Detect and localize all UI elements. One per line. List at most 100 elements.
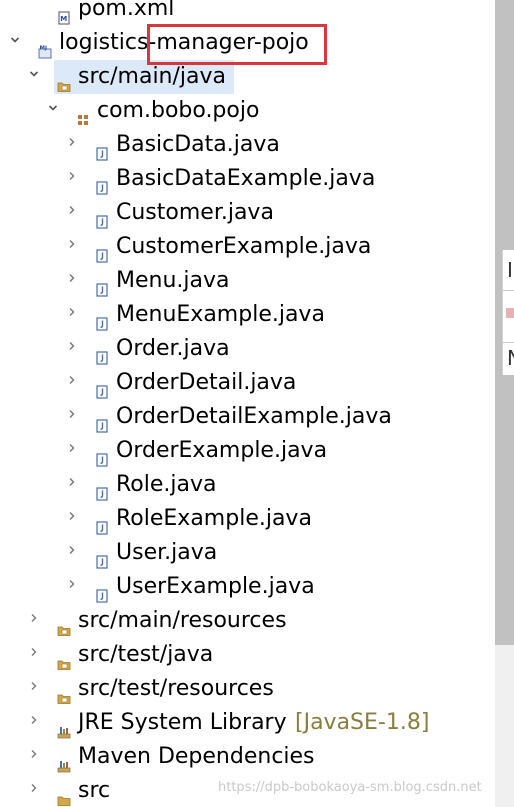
tree-item-label: MenuExample.java bbox=[116, 302, 325, 327]
chevron-right-icon[interactable] bbox=[27, 706, 41, 740]
tree-item-label: JRE System Library bbox=[78, 710, 287, 735]
tree-item-content[interactable]: User.java bbox=[92, 536, 225, 570]
tree-item[interactable]: OrderDetail.java bbox=[0, 366, 495, 400]
tree-item-label: User.java bbox=[116, 540, 218, 565]
tree-item[interactable]: OrderExample.java bbox=[0, 434, 495, 468]
chevron-right-icon[interactable] bbox=[65, 264, 79, 298]
chevron-right-icon[interactable] bbox=[65, 332, 79, 366]
tree-item[interactable]: MenuExample.java bbox=[0, 298, 495, 332]
tree-item-content[interactable]: OrderDetailExample.java bbox=[92, 400, 400, 434]
adjacent-panel-edge: I N bbox=[502, 250, 514, 375]
tree-item-content[interactable]: CustomerExample.java bbox=[92, 230, 379, 264]
tree-item-content[interactable]: src/test/java bbox=[54, 638, 221, 672]
tree-item[interactable]: src/test/java bbox=[0, 638, 495, 672]
tree-item[interactable]: src/main/resources bbox=[0, 604, 495, 638]
tree-item-label: Customer.java bbox=[116, 200, 274, 225]
tree-item-content[interactable]: src/main/resources bbox=[54, 604, 295, 638]
tree-item-content[interactable]: OrderExample.java bbox=[92, 434, 335, 468]
java-file-icon bbox=[95, 240, 109, 263]
chevron-right-icon[interactable] bbox=[65, 366, 79, 400]
chevron-right-icon[interactable] bbox=[65, 536, 79, 570]
tree-item[interactable]: JRE System Library [JavaSE-1.8] bbox=[0, 706, 495, 740]
chevron-right-icon[interactable] bbox=[65, 196, 79, 230]
tree-item[interactable]: OrderDetailExample.java bbox=[0, 400, 495, 434]
java-file-icon bbox=[95, 410, 109, 433]
chevron-right-icon[interactable] bbox=[65, 298, 79, 332]
java-file-icon bbox=[95, 580, 109, 603]
source-folder-icon bbox=[57, 70, 71, 92]
tree-item-content[interactable]: com.bobo.pojo bbox=[73, 94, 267, 128]
tree-item-content[interactable]: BasicDataExample.java bbox=[92, 162, 383, 196]
svg-text:M: M bbox=[60, 15, 67, 23]
chevron-right-icon[interactable] bbox=[27, 638, 41, 672]
tree-item[interactable]: User.java bbox=[0, 536, 495, 570]
chevron-right-icon[interactable] bbox=[65, 570, 79, 604]
tree-item[interactable]: Role.java bbox=[0, 468, 495, 502]
chevron-right-icon[interactable] bbox=[65, 468, 79, 502]
tree-item-content[interactable]: OrderDetail.java bbox=[92, 366, 304, 400]
tree-item[interactable]: Menu.java bbox=[0, 264, 495, 298]
chevron-right-icon[interactable] bbox=[27, 672, 41, 706]
chevron-right-icon[interactable] bbox=[27, 740, 41, 774]
tree-item-content[interactable]: RoleExample.java bbox=[92, 502, 320, 536]
tree-item-content[interactable]: MenuExample.java bbox=[92, 298, 333, 332]
tree-item-content[interactable]: Role.java bbox=[92, 468, 225, 502]
tree-item-content[interactable]: src bbox=[54, 774, 118, 807]
chevron-down-icon[interactable] bbox=[27, 60, 41, 94]
tree-item[interactable]: com.bobo.pojo bbox=[0, 94, 495, 128]
tree-item[interactable]: BasicData.java bbox=[0, 128, 495, 162]
chevron-down-icon[interactable] bbox=[8, 26, 22, 60]
tree-item-label: BasicData.java bbox=[116, 132, 280, 157]
tree-item[interactable]: Customer.java bbox=[0, 196, 495, 230]
tree-item-content[interactable]: Customer.java bbox=[92, 196, 282, 230]
tree-item-content[interactable]: BasicData.java bbox=[92, 128, 288, 162]
chevron-right-icon[interactable] bbox=[27, 774, 41, 807]
tree-item-label: RoleExample.java bbox=[116, 506, 312, 531]
chevron-right-icon[interactable] bbox=[65, 400, 79, 434]
chevron-right-icon[interactable] bbox=[65, 128, 79, 162]
chevron-down-icon[interactable] bbox=[46, 94, 60, 128]
tree-item-content[interactable]: UserExample.java bbox=[92, 570, 323, 604]
tree-item-decoration: [JavaSE-1.8] bbox=[295, 710, 430, 735]
tree-item[interactable]: CustomerExample.java bbox=[0, 230, 495, 264]
java-file-icon bbox=[95, 512, 109, 535]
chevron-right-icon[interactable] bbox=[27, 604, 41, 638]
tree-item-content[interactable]: Order.java bbox=[92, 332, 238, 366]
chevron-right-icon[interactable] bbox=[65, 434, 79, 468]
tree-item-label: Maven Dependencies bbox=[78, 744, 315, 769]
tree-item[interactable]: src/test/resources bbox=[0, 672, 495, 706]
tree-item[interactable]: BasicDataExample.java bbox=[0, 162, 495, 196]
chevron-right-icon[interactable] bbox=[65, 162, 79, 196]
tree-item-content[interactable]: src/test/resources bbox=[54, 672, 282, 706]
tree-item-content[interactable]: Menu.java bbox=[92, 264, 238, 298]
vertical-scrollbar[interactable] bbox=[495, 0, 514, 807]
java-file-icon bbox=[95, 172, 109, 195]
tree-item[interactable]: UserExample.java bbox=[0, 570, 495, 604]
tree-item-label: CustomerExample.java bbox=[116, 234, 372, 259]
tree-item-content[interactable]: src/main/java bbox=[54, 60, 234, 94]
java-file-icon bbox=[95, 308, 109, 331]
adjacent-panel-icon bbox=[506, 308, 514, 318]
tree-item-label: Order.java bbox=[116, 336, 230, 361]
chevron-right-icon[interactable] bbox=[65, 502, 79, 536]
tree-item-content[interactable]: JRE System Library [JavaSE-1.8] bbox=[54, 706, 429, 740]
chevron-right-icon[interactable] bbox=[65, 230, 79, 264]
xml-file-icon: M bbox=[57, 2, 71, 25]
tree-item[interactable]: src/main/java bbox=[0, 60, 495, 94]
java-file-icon bbox=[95, 342, 109, 365]
tree-item[interactable]: Order.java bbox=[0, 332, 495, 366]
java-file-icon bbox=[95, 546, 109, 569]
tree-item[interactable]: Maven Dependencies bbox=[0, 740, 495, 774]
tree-item[interactable]: RoleExample.java bbox=[0, 502, 495, 536]
tree-item-content[interactable]: Maven Dependencies bbox=[54, 740, 323, 774]
svg-text:M: M bbox=[40, 46, 45, 52]
tree-item[interactable]: src bbox=[0, 774, 495, 807]
tree-item-label: src/main/resources bbox=[78, 608, 287, 633]
tree-item-label: src/main/java bbox=[78, 64, 227, 89]
